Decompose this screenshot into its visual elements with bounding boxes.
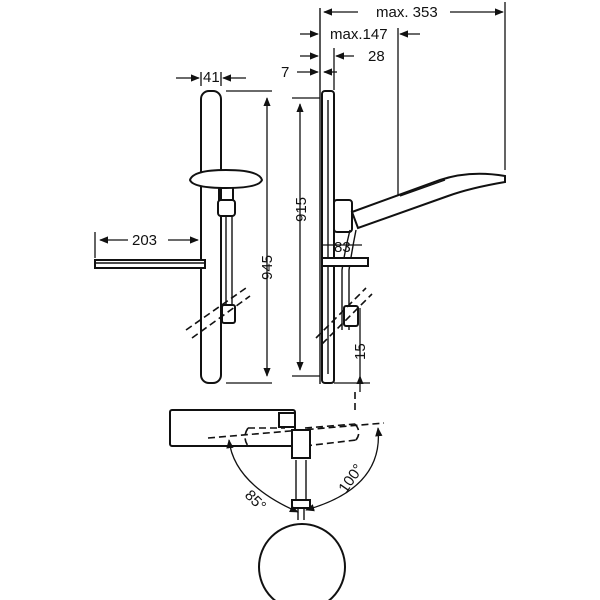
label-bracket-height: 83 [334, 239, 351, 256]
front-hand-shower-dashed [185, 287, 247, 331]
side-view [315, 8, 506, 384]
front-shower-head [188, 168, 264, 190]
top-stem [291, 429, 311, 459]
label-rail-length: 945 [259, 255, 276, 280]
top-view [169, 392, 385, 600]
dim-bottom-gap: 15 [334, 308, 370, 392]
side-slider [333, 199, 353, 233]
dim-bracket-height: 83 [322, 239, 362, 256]
angle-right: 100° [305, 427, 383, 512]
label-shelf-length: 203 [132, 232, 157, 249]
angle-left: 85° [226, 439, 299, 515]
dim-max-hand-shower: max.147 [300, 26, 420, 196]
label-rail-width: 41 [203, 69, 220, 86]
dim-rail-length: 945 [226, 90, 276, 384]
side-soap-tray [321, 257, 369, 267]
dim-rail-width: 41 [176, 69, 246, 86]
label-slider-travel: 915 [293, 197, 310, 222]
top-shower-head [258, 523, 346, 600]
side-hand-shower-dashed [315, 287, 367, 339]
dim-rail-depth: 28 [300, 48, 385, 90]
label-angle-left: 85° [241, 487, 269, 515]
dim-wall-offset: 7 [281, 64, 337, 81]
side-hose [341, 229, 351, 330]
label-max-reach: max. 353 [376, 4, 438, 21]
label-rail-depth: 28 [368, 48, 385, 65]
front-shelf [94, 259, 206, 269]
top-rail-holder [278, 412, 296, 428]
front-slider [217, 199, 236, 217]
dim-slider-travel: 915 [292, 97, 320, 377]
dim-max-reach: max. 353 [323, 2, 506, 170]
front-view [94, 90, 264, 384]
label-wall-offset: 7 [281, 64, 289, 81]
front-rail [200, 90, 222, 384]
label-bottom-gap: 15 [352, 343, 369, 360]
dim-shelf-length: 203 [94, 232, 199, 258]
side-hand-shower [350, 172, 506, 230]
label-max-hand-shower: max.147 [330, 26, 388, 43]
